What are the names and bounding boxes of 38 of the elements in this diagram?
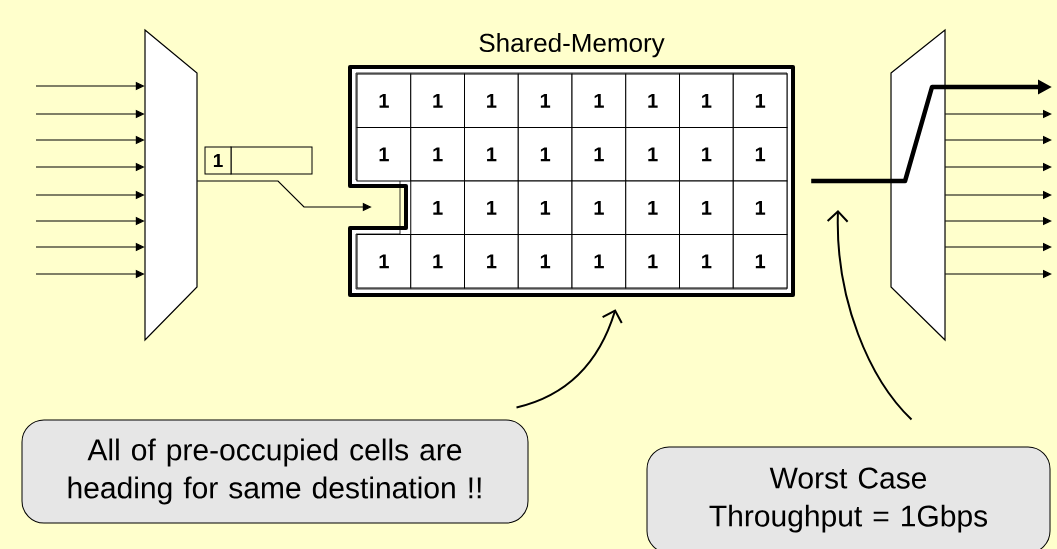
memory-cell: 1: [571, 180, 627, 235]
memory-cell: 1: [732, 127, 788, 182]
memory-cell: 1: [625, 73, 680, 128]
memory-cell: 1: [517, 73, 573, 128]
switch-fabric: [890, 28, 946, 342]
memory-cell: 1: [679, 180, 734, 235]
memory-cell: 1: [356, 127, 412, 182]
node-label: Shared-Memory: [479, 33, 665, 58]
memory-cell: 1: [464, 127, 519, 182]
memory-cell: 1: [732, 234, 788, 289]
memory-cell: 1: [732, 180, 788, 235]
memory-cell: 1: [410, 180, 465, 235]
memory-cell: 1: [517, 180, 573, 235]
memory-cell: 1: [464, 180, 519, 235]
memory-cell: 1: [517, 234, 573, 289]
memory-cell: 1: [410, 127, 465, 182]
memory-cell: 1: [625, 127, 680, 182]
memory-cell: 1: [464, 234, 519, 289]
curved-arrow: [515, 309, 623, 409]
memory-cell: 1: [464, 73, 519, 128]
memory-cell: 1: [356, 234, 412, 289]
memory-cell: 1: [517, 127, 573, 182]
memory-cell: 1: [571, 234, 627, 289]
memory-cell: 1: [625, 180, 680, 235]
memory-cell: 1: [410, 234, 465, 289]
callout-box: All of pre-occupied cells are heading for same destination !!: [21, 419, 529, 524]
memory-cell: 1: [679, 73, 734, 128]
memory-cell: 1: [732, 73, 788, 128]
memory-cell: 1: [571, 127, 627, 182]
memory-cell: 1: [571, 73, 627, 128]
memory-cell: 1: [410, 73, 465, 128]
callout-box: Worst Case Throughput = 1Gbps: [646, 446, 1051, 549]
memory-cell: 1: [679, 127, 734, 182]
packet-drawing: 1: [204, 146, 313, 175]
memory-cell: 1: [356, 73, 412, 128]
curved-arrow: [826, 210, 913, 421]
memory-cell: 1: [625, 234, 680, 289]
memory-cell: 1: [679, 234, 734, 289]
